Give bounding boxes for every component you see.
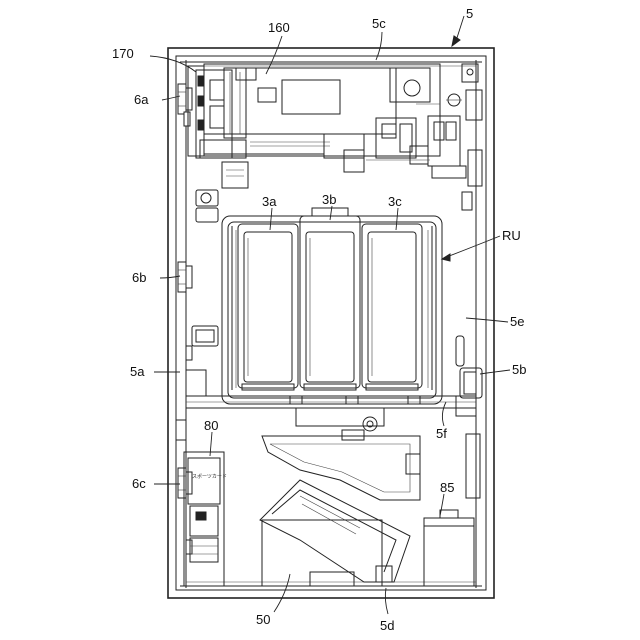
label-5e: 5e bbox=[510, 314, 524, 329]
card-stacker-3c bbox=[362, 224, 422, 390]
label-5b: 5b bbox=[512, 362, 526, 377]
hinge-6b bbox=[178, 262, 192, 292]
label-6c: 6c bbox=[132, 476, 146, 491]
collection-box-85 bbox=[424, 510, 474, 586]
label-5f: 5f bbox=[436, 426, 447, 441]
dispenser-50 bbox=[260, 408, 420, 586]
label-3c: 3c bbox=[388, 194, 402, 209]
panel-label: スポーツカード bbox=[192, 473, 227, 480]
label-6a: 6a bbox=[134, 92, 149, 107]
arrow-5 bbox=[452, 36, 460, 46]
arrow-RU bbox=[442, 254, 450, 261]
label-80: 80 bbox=[204, 418, 218, 433]
label-5a: 5a bbox=[130, 364, 145, 379]
label-85: 85 bbox=[440, 480, 454, 495]
card-stacker-3a bbox=[238, 224, 298, 390]
label-50: 50 bbox=[256, 612, 270, 627]
label-170: 170 bbox=[112, 46, 134, 61]
left-wall-details bbox=[176, 208, 218, 554]
hinge-6c bbox=[178, 468, 192, 498]
reference-labels: 5 5c 160 170 6a 3a 3b 3c RU 6b 5e 5a 5b … bbox=[112, 6, 526, 633]
label-3a: 3a bbox=[262, 194, 277, 209]
label-RU: RU bbox=[502, 228, 521, 243]
label-5d: 5d bbox=[380, 618, 394, 633]
label-3b: 3b bbox=[322, 192, 336, 207]
cabinet-body bbox=[168, 48, 494, 598]
label-5: 5 bbox=[466, 6, 473, 21]
hinge-6a bbox=[178, 84, 192, 126]
control-unit-160 bbox=[204, 64, 478, 178]
label-160: 160 bbox=[268, 20, 290, 35]
label-6b: 6b bbox=[132, 270, 146, 285]
card-stacker-3b bbox=[300, 208, 360, 390]
label-5c: 5c bbox=[372, 16, 386, 31]
connector-block-170 bbox=[188, 66, 248, 206]
rack-unit-RU bbox=[222, 216, 442, 404]
